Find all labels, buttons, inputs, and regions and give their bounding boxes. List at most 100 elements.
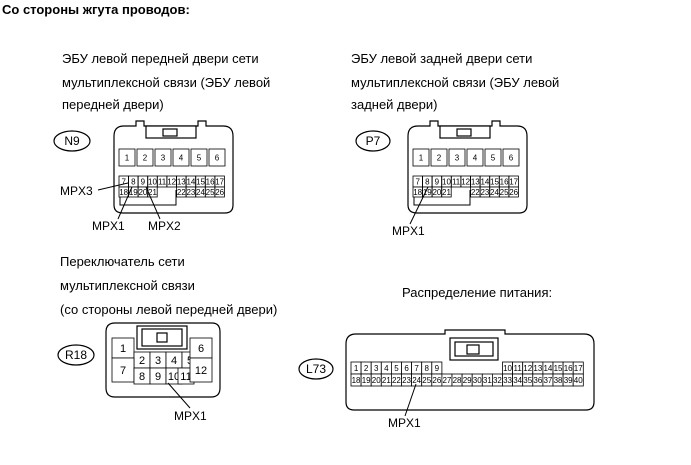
l73-pin-23: 23 <box>402 376 411 385</box>
p7-pin-16: 16 <box>500 178 509 187</box>
p7-pin-15: 15 <box>490 178 499 187</box>
r18-title-line-1: Переключатель сети <box>60 254 185 269</box>
n9-pin-4-cell <box>172 148 190 167</box>
n9-pin-15: 15 <box>196 178 205 187</box>
p7-pin-11: 11 <box>452 178 461 187</box>
l73-pin-5: 5 <box>394 364 399 373</box>
l73-pin-40-cell <box>572 373 584 387</box>
l73-pin-11: 11 <box>513 364 522 373</box>
l73-pin-40: 40 <box>574 376 583 385</box>
l73-pin-17: 17 <box>574 364 583 373</box>
n9-pin-16: 16 <box>206 178 215 187</box>
n9-title-line-3: передней двери) <box>62 97 164 112</box>
l73-badge <box>298 358 334 380</box>
n9-badge-label: N9 <box>64 134 80 148</box>
r18-pin-7: 7 <box>120 365 126 377</box>
p7-pin-21: 21 <box>442 188 451 197</box>
r18-pin-12-cell <box>189 357 213 383</box>
n9-pin-18: 18 <box>119 188 128 197</box>
n9-pin-8: 8 <box>131 178 136 187</box>
l73-pin-21: 21 <box>382 376 391 385</box>
n9-bottom-rail <box>119 190 177 206</box>
connector-n9: ЭБУ левой передней двери сети мультиплек… <box>53 51 270 233</box>
r18-pin-8: 8 <box>139 371 145 383</box>
n9-pin-10: 10 <box>148 178 157 187</box>
r18-title-line-3: (со стороны левой передней двери) <box>60 302 277 317</box>
n9-pin-11: 11 <box>158 178 167 187</box>
p7-latch-tab <box>456 128 472 137</box>
p7-pin-18: 18 <box>413 188 422 197</box>
connector-r18: Переключатель сети мультиплексной связи … <box>57 254 277 423</box>
n9-latch-tab <box>162 128 178 137</box>
n9-pin-26: 26 <box>215 188 224 197</box>
n9-callout-mpx3: MPX3 <box>60 184 93 198</box>
l73-pin-8: 8 <box>425 364 430 373</box>
l73-callout-mpx1: MPX1 <box>388 416 421 430</box>
p7-pin-10: 10 <box>442 178 451 187</box>
r18-pin-9: 9 <box>155 371 161 383</box>
p7-pin-3-cell <box>448 148 466 167</box>
n9-pin-24: 24 <box>196 188 205 197</box>
n9-pin-1: 1 <box>125 154 130 163</box>
n9-pin-21: 21 <box>148 188 157 197</box>
p7-pin-3: 3 <box>455 154 460 163</box>
l73-pin-13: 13 <box>533 364 542 373</box>
n9-pin-3-cell <box>154 148 172 167</box>
p7-title-line-1: ЭБУ левой задней двери сети <box>351 51 532 66</box>
l73-pin-6: 6 <box>404 364 409 373</box>
r18-pin-1: 1 <box>120 343 126 355</box>
p7-callout-mpx1-leader <box>409 186 429 225</box>
n9-callout-mpx2: MPX2 <box>148 219 181 233</box>
n9-pin-6: 6 <box>215 154 220 163</box>
p7-pin-25: 25 <box>500 188 509 197</box>
p7-pin-26: 26 <box>509 188 518 197</box>
l73-pin-34: 34 <box>513 376 522 385</box>
p7-pin-1-cell <box>412 148 430 167</box>
p7-badge <box>355 130 391 152</box>
l73-pin-2: 2 <box>364 364 369 373</box>
p7-pin-22: 22 <box>471 188 480 197</box>
r18-callout-mpx1-leader <box>167 382 191 409</box>
p7-pin-8: 8 <box>425 178 430 187</box>
r18-pin-2: 2 <box>139 355 145 367</box>
p7-pin-23: 23 <box>480 188 489 197</box>
r18-pin-11: 11 <box>180 371 191 383</box>
n9-pin-7: 7 <box>121 178 126 187</box>
connector-p7: ЭБУ левой задней двери сети мультиплексн… <box>351 51 559 238</box>
l73-pin-29: 29 <box>463 376 472 385</box>
l73-pin-28: 28 <box>453 376 462 385</box>
l73-pin-27: 27 <box>442 376 451 385</box>
n9-title-line-1: ЭБУ левой передней двери сети <box>62 51 259 66</box>
p7-pin-4: 4 <box>473 154 478 163</box>
r18-pin-6: 6 <box>198 343 204 355</box>
l73-pin-9: 9 <box>435 364 440 373</box>
page-heading: Со стороны жгута проводов: <box>2 2 190 17</box>
r18-pin-12: 12 <box>195 365 207 377</box>
p7-title-line-3: задней двери) <box>351 97 437 112</box>
r18-title-line-2: мультиплексной связи <box>60 278 195 293</box>
p7-pin-21-cell <box>441 186 452 198</box>
l73-housing <box>345 329 595 411</box>
l73-pin-37: 37 <box>543 376 552 385</box>
n9-title-line-2: мультиплексной связи (ЭБУ левой <box>62 75 270 90</box>
n9-pin-5-cell <box>190 148 208 167</box>
n9-pin-4: 4 <box>179 154 184 163</box>
p7-pin-5: 5 <box>491 154 496 163</box>
l73-pin-36: 36 <box>533 376 542 385</box>
n9-pin-6-cell <box>208 148 226 167</box>
l73-pin-30: 30 <box>473 376 482 385</box>
l73-pin-38: 38 <box>554 376 563 385</box>
l73-pin-32: 32 <box>493 376 502 385</box>
l73-badge-label: L73 <box>306 362 326 376</box>
n9-badge <box>53 130 91 152</box>
l73-pin-12: 12 <box>523 364 532 373</box>
l73-pin-19: 19 <box>362 376 371 385</box>
l73-pin-26: 26 <box>432 376 441 385</box>
l73-pin-3: 3 <box>374 364 379 373</box>
p7-pin-9: 9 <box>435 178 440 187</box>
p7-pin-4-cell <box>466 148 484 167</box>
n9-pin-17: 17 <box>215 178 224 187</box>
